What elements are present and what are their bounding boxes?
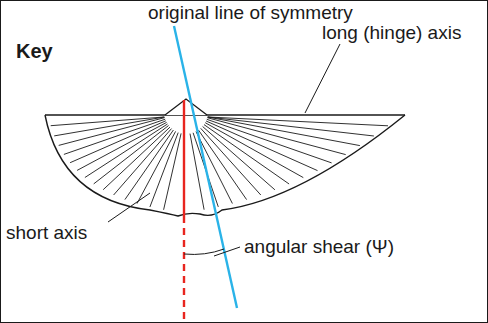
shell-rib bbox=[205, 123, 303, 178]
original-symmetry-line bbox=[174, 26, 237, 308]
shell-rib bbox=[54, 117, 164, 136]
shell-rib bbox=[196, 132, 232, 204]
shell-rib bbox=[51, 117, 164, 126]
shell-rib bbox=[164, 133, 182, 209]
shell-rib bbox=[114, 129, 172, 195]
axis-label: short axis bbox=[6, 222, 87, 244]
shell-rib bbox=[207, 119, 332, 163]
key-title: Key bbox=[16, 40, 53, 62]
shell-rib bbox=[208, 117, 374, 136]
short-axis-extension bbox=[183, 216, 185, 323]
axis-label: original line of symmetry bbox=[148, 2, 353, 24]
shell-rib bbox=[150, 133, 178, 207]
leader-line bbox=[214, 247, 240, 256]
leader-line bbox=[108, 193, 150, 222]
shell-rib bbox=[137, 131, 176, 203]
shell-rib bbox=[77, 122, 167, 170]
shell-rib bbox=[206, 121, 317, 171]
shell-rib bbox=[64, 119, 165, 154]
shell-rib bbox=[208, 117, 388, 126]
short-axis-line bbox=[183, 100, 185, 216]
leader-line bbox=[305, 44, 340, 113]
angle-label: angular shear (Ψ) bbox=[244, 236, 394, 258]
shear-arc bbox=[184, 249, 224, 254]
hinge-line bbox=[45, 114, 405, 116]
shell-rib bbox=[208, 117, 360, 146]
beak bbox=[165, 99, 207, 115]
shell-rib bbox=[207, 118, 345, 155]
axis-label: long (hinge) axis bbox=[322, 22, 461, 44]
shell-outline bbox=[45, 115, 405, 216]
